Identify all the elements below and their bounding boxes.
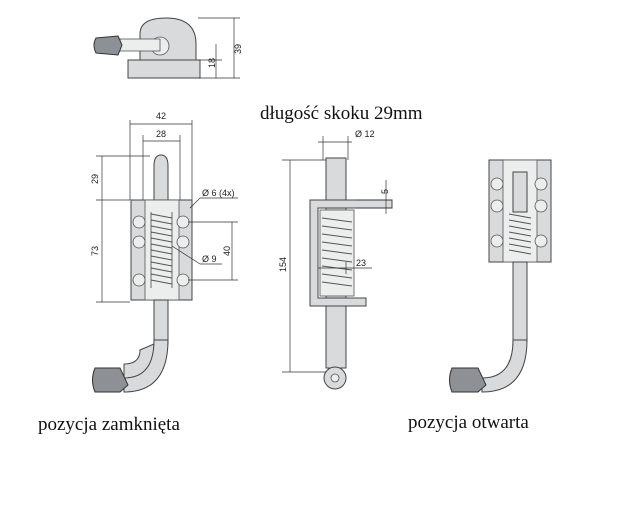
closed-housing	[144, 199, 180, 301]
closed-hole-tr	[176, 215, 190, 229]
closed-hole-tl	[132, 215, 146, 229]
top-view-base-plate	[127, 59, 201, 79]
closed-hole-ml	[132, 235, 146, 249]
open-handle-knob	[449, 367, 487, 393]
open-spring	[508, 213, 532, 255]
dim-bolt-diameter: Ø 9	[202, 254, 217, 264]
dim-154: 154	[278, 257, 288, 272]
dim-29: 29	[90, 174, 100, 184]
dim-73: 73	[90, 246, 100, 256]
open-pin-upper	[512, 171, 528, 213]
closed-spring	[150, 212, 173, 288]
dim-18: 18	[207, 58, 217, 68]
closed-handle-arm	[123, 339, 169, 393]
closed-handle-knob	[92, 367, 129, 393]
closed-hole-br	[176, 273, 190, 287]
dim-40: 40	[222, 246, 232, 256]
open-position-view	[449, 159, 552, 393]
dim-pin-diameter: Ø 12	[355, 129, 375, 139]
open-shaft	[512, 261, 528, 343]
top-view-handle-knob	[93, 35, 123, 56]
dim-42: 42	[156, 111, 166, 121]
open-hole-bl	[490, 234, 504, 248]
closed-position-caption: pozycja zamknięta	[38, 414, 180, 435]
dim-hole-diameter: Ø 6 (4x)	[202, 188, 235, 198]
dim-23: 23	[356, 258, 366, 268]
side-handle-eye-hole	[330, 373, 340, 383]
open-hole-tr	[534, 177, 548, 191]
open-position-caption: pozycja otwarta	[408, 412, 529, 433]
open-hole-br	[534, 234, 548, 248]
closed-hole-mr	[176, 235, 190, 249]
closed-position-view: 42 28 29 73	[90, 111, 238, 393]
side-housing	[319, 209, 355, 297]
open-hole-ml	[490, 199, 504, 213]
closed-pin-tip	[153, 154, 169, 201]
top-view: 39 18	[93, 17, 243, 79]
side-view: Ø 12 154 5 23	[278, 129, 393, 390]
dim-39: 39	[233, 44, 243, 54]
open-hole-tl	[490, 177, 504, 191]
dim-28: 28	[156, 129, 166, 139]
stroke-length-caption: długość skoku 29mm	[260, 103, 423, 124]
closed-hole-bl	[132, 273, 146, 287]
top-view-pin	[119, 38, 161, 52]
side-bracket	[309, 199, 393, 307]
dim-5: 5	[380, 189, 390, 194]
open-hole-mr	[534, 199, 548, 213]
closed-shaft	[153, 299, 169, 345]
open-handle-arm	[481, 339, 528, 393]
